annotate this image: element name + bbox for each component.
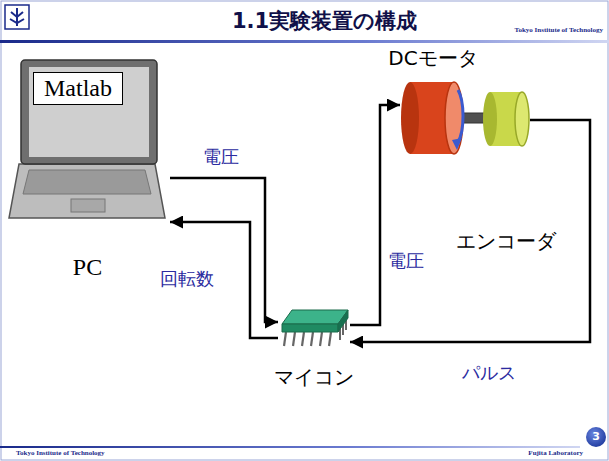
signal-arrow [170,178,278,322]
chip-pin [311,332,313,346]
signal-label: 電圧 [203,146,239,168]
device-label: マイコン [274,364,354,391]
node-outline [400,78,466,158]
screen-text: Matlab [33,72,123,105]
rotation-arrow [458,90,463,142]
laptop-pc: MatlabPC [5,58,170,220]
signal-arrow [350,105,400,325]
page-number: 3 [586,430,606,444]
chip-pin [320,332,322,346]
device-label: PC [73,254,102,281]
signal-label: 回転数 [160,268,214,290]
chip-front [282,324,338,332]
chip-pin [302,332,304,346]
chip-pin [329,332,331,346]
rotation-arrowhead [452,138,462,150]
page-number-badge [586,427,606,447]
logo-emblem [10,8,24,26]
dc-motor: DCモータ [400,78,466,158]
chip-pin [284,332,286,346]
chip-pin [293,332,295,346]
university-logo [5,5,29,29]
footer-rule [0,446,580,448]
device-label: エンコーダ [456,228,556,255]
footer-institute: Tokyo Institute of Technology [16,449,105,457]
signal-arrow [350,120,590,342]
signal-label: パルス [462,362,516,384]
header-institute: Tokyo Institute of Technology [514,26,603,34]
laptop-touchpad [71,199,105,212]
encoder-rear-face [483,92,497,146]
node-outline [482,88,530,150]
node-outline [278,306,350,350]
encoder-front-face [515,92,529,146]
laptop-keyboard [23,170,151,194]
microcontroller: マイコン [278,306,350,350]
laptop-base [9,164,165,218]
motor-rear-face [401,82,419,154]
signal-label: 電圧 [388,250,424,272]
header-rule [0,40,609,43]
chip-top [282,310,348,324]
laptop-screen-frame [21,60,157,164]
device-label: DCモータ [388,45,477,72]
chip-side [338,310,348,332]
encoder: エンコーダ [482,88,530,150]
motor-front-face [445,82,463,154]
logo-frame [5,5,29,29]
footer-lab: Fujita Laboratory [528,449,583,457]
laptop-screen [29,67,149,157]
